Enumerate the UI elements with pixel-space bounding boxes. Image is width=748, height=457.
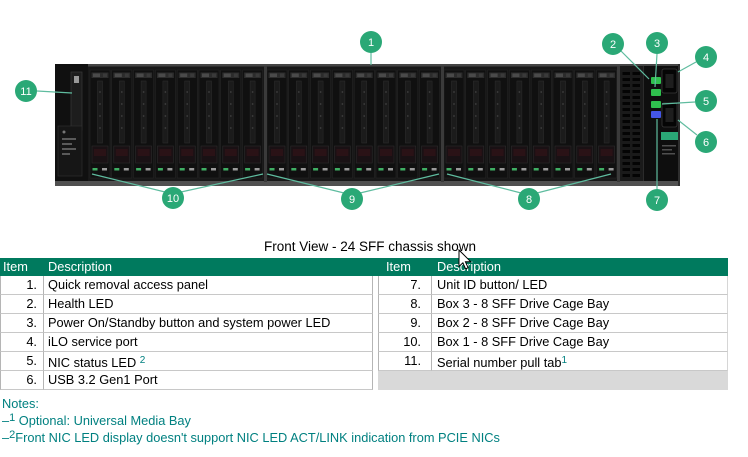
- table-row: 2.Health LED 8.Box 3 - 8 SFF Drive Cage B…: [0, 295, 728, 314]
- table-gap: [373, 333, 378, 352]
- empty-cell: [378, 371, 728, 390]
- table-row: 4.iLO service port 10.Box 1 - 8 SFF Drive…: [0, 333, 728, 352]
- server-front-view-diagram: 1 2 3 4 5 6 7 8 9 10 11: [15, 31, 717, 211]
- front-control-panel: [643, 64, 680, 186]
- table-header-row: Item Description Item Description: [0, 258, 728, 276]
- table-row: 3.Power On/Standby button and system pow…: [0, 314, 728, 333]
- item-number: 3.: [0, 314, 44, 333]
- item-description: Health LED: [44, 295, 373, 314]
- item-number: 4.: [0, 333, 44, 352]
- table-gap: [373, 352, 378, 371]
- item-number: 7.: [378, 276, 432, 295]
- item-description: Box 1 - 8 SFF Drive Cage Bay: [432, 333, 728, 352]
- status-led-strip: [651, 77, 661, 118]
- table-row: 1.Quick removal access panel 7.Unit ID bu…: [0, 276, 728, 295]
- status-led-icon: [651, 89, 661, 96]
- svg-text:10: 10: [167, 193, 179, 205]
- footnote-ref: 2: [139, 355, 146, 366]
- item-description: Unit ID button/ LED: [432, 276, 728, 295]
- callout-11: 11: [15, 80, 37, 102]
- footnote-ref: 1: [561, 355, 568, 366]
- item-number: 11.: [378, 352, 432, 371]
- callouts: 1 2 3 4 5 6 7 8 9 10 11: [15, 31, 717, 211]
- svg-text:2: 2: [610, 39, 616, 51]
- svg-text:3: 3: [654, 38, 660, 50]
- header-item-right: Item: [386, 259, 411, 274]
- table-gap: [373, 276, 378, 295]
- vent-panel: [620, 66, 643, 181]
- footnote-number: 1: [9, 412, 16, 424]
- table-row: 6.USB 3.2 Gen1 Port: [0, 371, 728, 390]
- item-description: Box 2 - 8 SFF Drive Cage Bay: [432, 314, 728, 333]
- callout-3: 3: [646, 32, 668, 54]
- usb-port: [661, 102, 678, 128]
- svg-text:4: 4: [703, 52, 709, 64]
- status-led-icon: [651, 101, 661, 108]
- item-number: 6.: [0, 371, 44, 390]
- legend-table: Item Description Item Description 1.Quic…: [0, 258, 728, 390]
- svg-text:7: 7: [654, 195, 660, 207]
- callout-10: 10: [162, 187, 184, 209]
- svg-text:8: 8: [526, 194, 532, 206]
- item-number: 5.: [0, 352, 44, 371]
- item-number: 2.: [0, 295, 44, 314]
- notes-title: Notes:: [2, 396, 39, 411]
- hpe-label: [661, 132, 678, 140]
- item-description: Serial number pull tab1: [432, 352, 728, 371]
- callout-leader-lines: [36, 50, 698, 194]
- item-number: 9.: [378, 314, 432, 333]
- callout-7: 7: [646, 189, 668, 211]
- callout-8: 8: [518, 188, 540, 210]
- callout-6: 6: [695, 131, 717, 153]
- status-led-icon: [651, 77, 661, 84]
- svg-text:11: 11: [20, 86, 31, 98]
- svg-text:5: 5: [703, 96, 709, 108]
- notes-section: Notes: –1 Optional: Universal Media Bay–…: [2, 396, 500, 445]
- svg-text:9: 9: [349, 194, 355, 206]
- mouse-cursor: [458, 249, 472, 270]
- header-item-left: Item: [3, 259, 28, 274]
- item-description: Power On/Standby button and system power…: [44, 314, 373, 333]
- item-number: 10.: [378, 333, 432, 352]
- item-description: USB 3.2 Gen1 Port: [44, 371, 373, 390]
- serial-pull-tab: [55, 64, 88, 181]
- header-description-right: Description: [437, 259, 502, 274]
- callout-5: 5: [695, 90, 717, 112]
- server-front-view-figure: 1 2 3 4 5 6 7 8 9 10 11: [15, 31, 717, 211]
- item-description: Quick removal access panel: [44, 276, 373, 295]
- item-description: Box 3 - 8 SFF Drive Cage Bay: [432, 295, 728, 314]
- svg-text:6: 6: [703, 137, 709, 149]
- item-number: 8.: [378, 295, 432, 314]
- ilo-service-port: [661, 68, 678, 94]
- footnote-number: 2: [9, 429, 16, 441]
- uid-led-icon: [651, 111, 661, 118]
- item-number: 1.: [0, 276, 44, 295]
- callout-9: 9: [341, 188, 363, 210]
- svg-text:1: 1: [368, 37, 374, 49]
- note-line: –2Front NIC LED display doesn't support …: [2, 429, 500, 445]
- table-gap: [373, 314, 378, 333]
- note-line: –1 Optional: Universal Media Bay: [2, 412, 191, 428]
- table-row: 5.NIC status LED 2 11.Serial number pull …: [0, 352, 728, 371]
- header-description-left: Description: [48, 259, 113, 274]
- callout-4: 4: [695, 46, 717, 68]
- table-body: 1.Quick removal access panel 7.Unit ID bu…: [0, 276, 728, 390]
- callout-1: 1: [360, 31, 382, 53]
- table-gap: [373, 371, 378, 390]
- table-gap: [373, 295, 378, 314]
- callout-2: 2: [602, 33, 624, 55]
- item-description: NIC status LED 2: [44, 352, 373, 371]
- notes-lines: –1 Optional: Universal Media Bay–2Front …: [2, 411, 500, 445]
- item-description: iLO service port: [44, 333, 373, 352]
- figure-caption: Front View - 24 SFF chassis shown: [263, 239, 477, 254]
- chassis: [55, 64, 680, 186]
